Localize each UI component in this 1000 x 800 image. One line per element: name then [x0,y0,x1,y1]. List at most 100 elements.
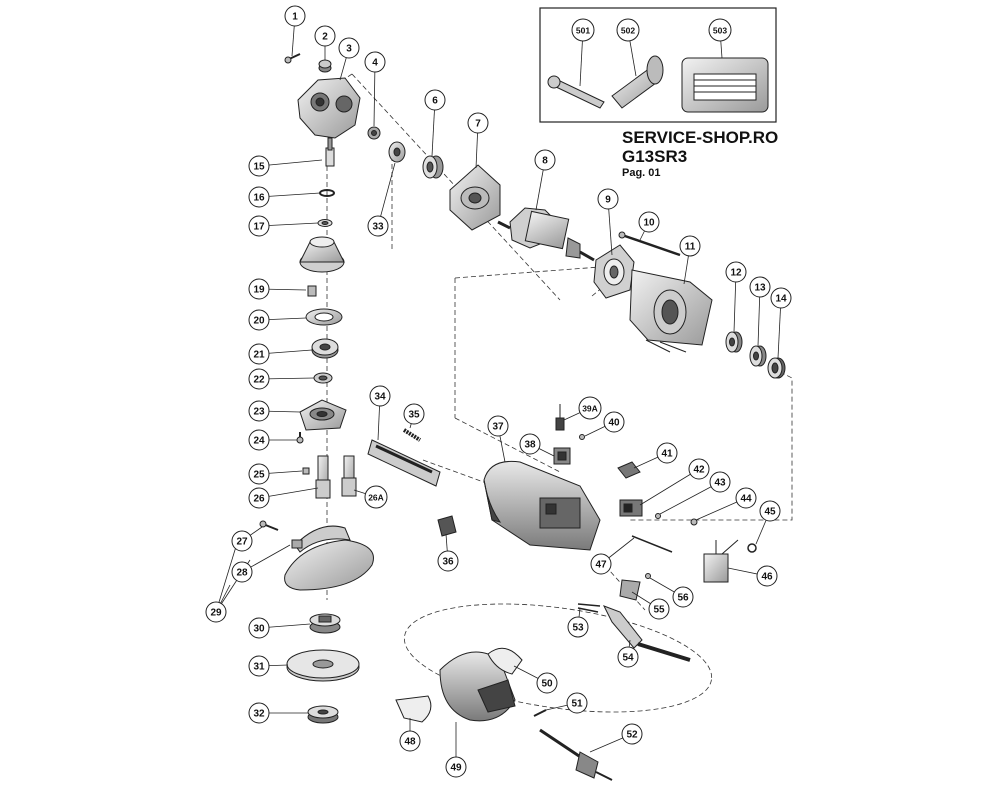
accessory-side-handle-502 [611,55,664,109]
part-number: 2 [322,32,328,43]
part-number: 36 [442,557,454,568]
part-label-56[interactable]: 56 [672,586,694,608]
part-label-33[interactable]: 33 [367,215,389,237]
part-label-7[interactable]: 7 [467,112,489,134]
part-label-45[interactable]: 45 [759,500,781,522]
part-washer-17 [317,219,333,227]
part-number: 29 [210,608,222,619]
part-handle-cover-48 [395,695,432,723]
part-number: 39A [582,404,598,414]
part-brush-holder-38 [553,447,571,465]
part-number: 21 [253,350,265,361]
part-label-1[interactable]: 1 [284,5,306,27]
part-label-48[interactable]: 48 [399,730,421,752]
part-number: 15 [253,162,265,173]
part-label-16[interactable]: 16 [248,186,270,208]
part-number: 32 [253,709,265,720]
part-number: 16 [253,193,265,204]
part-label-46[interactable]: 46 [756,565,778,587]
part-label-47[interactable]: 47 [590,553,612,575]
part-label-3[interactable]: 3 [338,37,360,59]
part-label-28[interactable]: 28 [231,561,253,583]
part-stator-11 [629,269,713,353]
part-label-26a[interactable]: 26A [364,485,388,509]
part-label-30[interactable]: 30 [248,617,270,639]
part-label-44[interactable]: 44 [735,487,757,509]
accessory-box [539,7,777,123]
part-label-51[interactable]: 51 [566,692,588,714]
part-cord-armor-54 [602,605,691,662]
part-label-36[interactable]: 36 [437,550,459,572]
part-label-53[interactable]: 53 [567,616,589,638]
part-label-502[interactable]: 502 [616,18,640,42]
part-number: 53 [572,623,584,634]
part-label-55[interactable]: 55 [648,598,670,620]
part-label-26[interactable]: 26 [248,487,270,509]
part-number: 26 [253,494,265,505]
part-handle-49 [439,651,516,722]
cord-ellipse [403,603,713,713]
part-label-6[interactable]: 6 [424,89,446,111]
part-label-25[interactable]: 25 [248,463,270,485]
part-number: 46 [761,572,773,583]
part-label-32[interactable]: 32 [248,702,270,724]
part-number: 501 [576,26,590,36]
part-label-40[interactable]: 40 [603,411,625,433]
shop-name: SERVICE-SHOP.RO [622,128,779,147]
part-number: 19 [253,285,265,296]
part-label-35[interactable]: 35 [403,403,425,425]
part-label-23[interactable]: 23 [248,400,270,422]
part-label-20[interactable]: 20 [248,309,270,331]
part-number: 33 [372,222,384,233]
part-number: 12 [730,268,742,279]
part-label-52[interactable]: 52 [621,723,643,745]
part-label-8[interactable]: 8 [534,149,556,171]
part-label-10[interactable]: 10 [638,211,660,233]
part-label-21[interactable]: 21 [248,343,270,365]
part-label-17[interactable]: 17 [248,215,270,237]
part-label-54[interactable]: 54 [617,646,639,668]
leader-lines [215,15,782,767]
part-label-15[interactable]: 15 [248,155,270,177]
part-label-14[interactable]: 14 [770,287,792,309]
part-label-29[interactable]: 29 [205,601,227,623]
part-number: 44 [740,494,752,505]
part-number: 28 [236,568,248,579]
part-screw-43 [655,513,661,519]
part-screw-27 [259,520,279,531]
part-label-43[interactable]: 43 [709,471,731,493]
part-screw-19 [307,285,317,297]
part-label-503[interactable]: 503 [708,18,732,42]
part-label-38[interactable]: 38 [519,433,541,455]
part-label-12[interactable]: 12 [725,261,747,283]
part-label-34[interactable]: 34 [369,385,391,407]
part-washer-22 [313,372,333,384]
part-label-50[interactable]: 50 [536,672,558,694]
part-label-37[interactable]: 37 [487,415,509,437]
part-number: 34 [374,392,386,403]
part-label-11[interactable]: 11 [679,235,701,257]
part-number: 42 [693,465,705,476]
part-number: 6 [432,96,438,107]
part-number: 22 [253,375,265,386]
part-spindle-26 [315,455,331,499]
part-label-24[interactable]: 24 [248,429,270,451]
part-gland-23 [299,399,347,431]
part-label-13[interactable]: 13 [749,276,771,298]
part-label-501[interactable]: 501 [571,18,595,42]
part-label-49[interactable]: 49 [445,756,467,778]
part-label-2[interactable]: 2 [314,25,336,47]
part-label-19[interactable]: 19 [248,278,270,300]
part-suppressor-41 [617,461,641,479]
part-bevel-gear [299,236,345,273]
part-label-4[interactable]: 4 [364,51,386,73]
part-label-22[interactable]: 22 [248,368,270,390]
part-label-41[interactable]: 41 [656,442,678,464]
part-label-39a[interactable]: 39A [578,396,602,420]
part-label-31[interactable]: 31 [248,655,270,677]
part-label-27[interactable]: 27 [231,530,253,552]
part-label-42[interactable]: 42 [688,458,710,480]
leader-line-43 [659,481,721,515]
part-label-9[interactable]: 9 [597,188,619,210]
part-number: 37 [492,422,504,433]
